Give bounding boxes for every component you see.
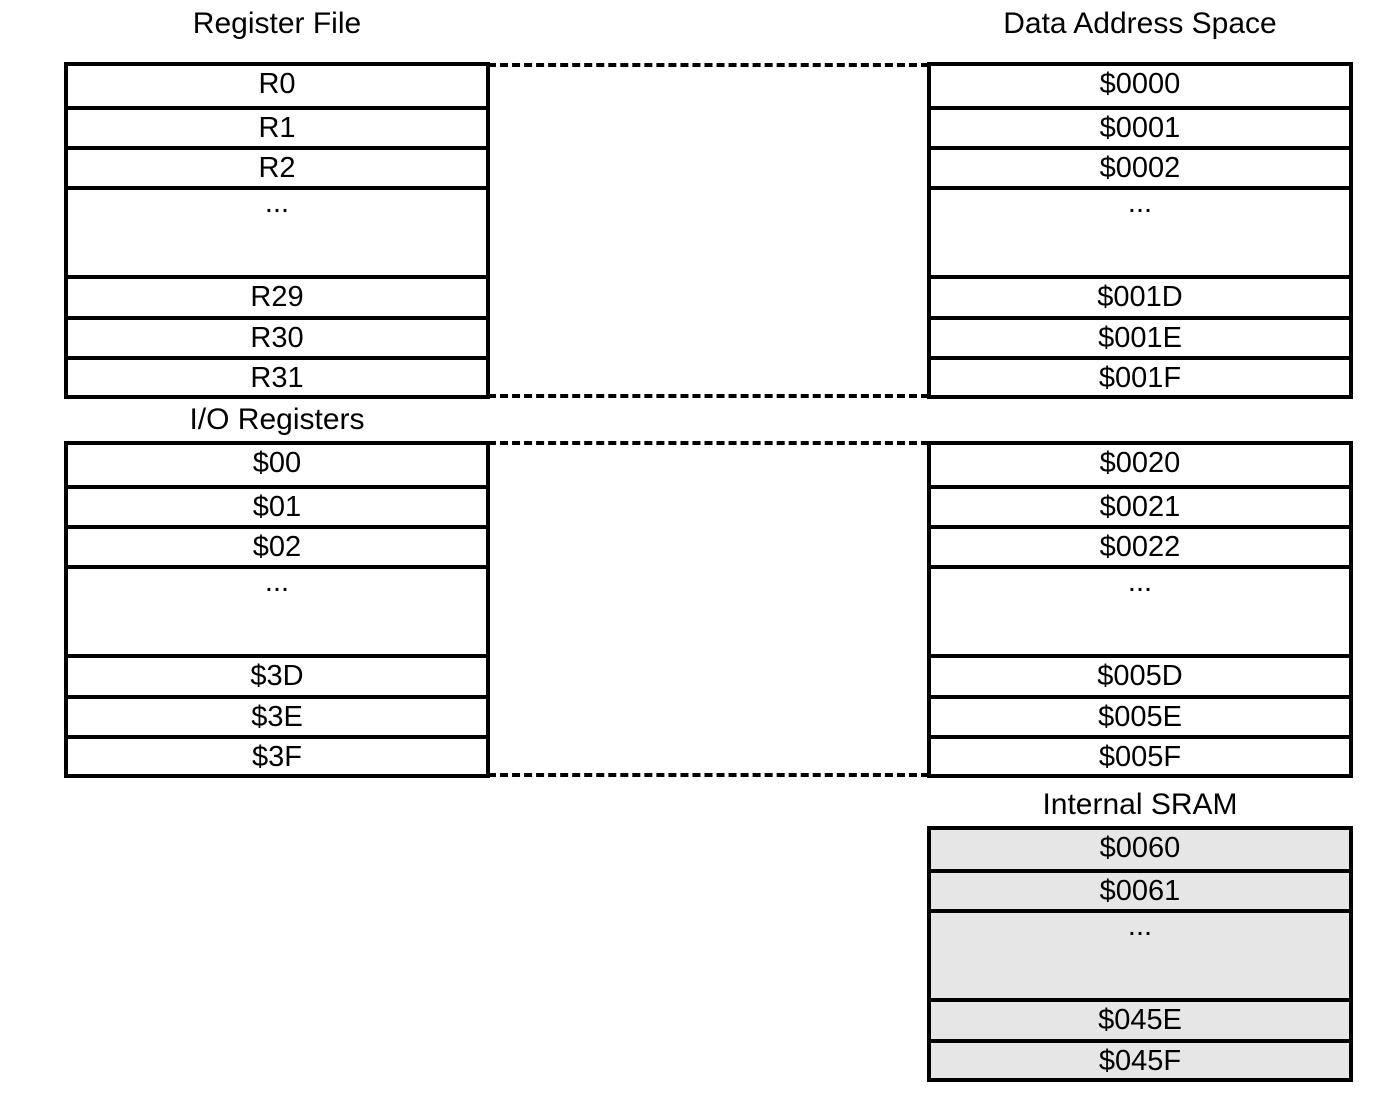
address-cell: $001D [931, 279, 1349, 320]
data-space-io-block: $0020 $0021 $0022 ... $005D $005E $005F [927, 441, 1353, 778]
address-cell: $001F [1098, 362, 1182, 394]
data-address-space-title: Data Address Space [1003, 7, 1277, 40]
address-cell: $0021 [931, 489, 1349, 529]
address-cell: $005E [931, 699, 1349, 739]
internal-sram-title: Internal SRAM [1042, 788, 1238, 821]
register-cell: R30 [68, 320, 486, 360]
data-space-register-block: $0000 $0001 $0002 ... $001D $001E $001F [927, 62, 1353, 399]
address-ellipsis: ... [931, 568, 1349, 658]
sram-cell: $0060 [931, 830, 1349, 873]
io-cell: $3E [68, 699, 486, 739]
register-cell: R29 [68, 279, 486, 320]
address-cell: $0002 [931, 150, 1349, 190]
io-cell: $02 [68, 529, 486, 569]
sram-cell: $045E [931, 1002, 1349, 1043]
address-cell: $0020 [931, 445, 1349, 489]
io-cell: $3F [252, 741, 302, 773]
address-ellipsis: ... [931, 189, 1349, 279]
address-cell: $0022 [931, 529, 1349, 569]
register-cell: R31 [250, 362, 304, 394]
address-cell: $005F [1098, 741, 1182, 773]
sram-cell: $0061 [931, 873, 1349, 913]
io-ellipsis: ... [68, 568, 486, 658]
io-cell: $00 [68, 445, 486, 489]
address-cell: $0001 [931, 110, 1349, 150]
register-file-title: Register File [192, 7, 362, 40]
address-cell: $0000 [931, 66, 1349, 110]
address-cell: $005D [931, 658, 1349, 699]
register-file-block: R0 R1 R2 ... R29 R30 R31 [64, 62, 490, 399]
internal-sram-block: $0060 $0061 ... $045E $045F [927, 826, 1353, 1082]
io-registers-block: $00 $01 $02 ... $3D $3E $3F [64, 441, 490, 778]
register-cell: R1 [68, 110, 486, 150]
sram-cell: $045F [1098, 1045, 1182, 1077]
register-ellipsis: ... [68, 189, 486, 279]
connector-register-bottom [488, 394, 929, 398]
connector-register-top [488, 63, 929, 67]
address-cell: $001E [931, 320, 1349, 360]
connector-io-bottom [488, 773, 929, 777]
register-cell: R0 [68, 66, 486, 110]
sram-ellipsis: ... [931, 912, 1349, 1002]
io-cell: $3D [68, 658, 486, 699]
register-cell: R2 [68, 150, 486, 190]
io-cell: $01 [68, 489, 486, 529]
connector-io-top [488, 441, 929, 445]
io-registers-title: I/O Registers [189, 403, 365, 436]
